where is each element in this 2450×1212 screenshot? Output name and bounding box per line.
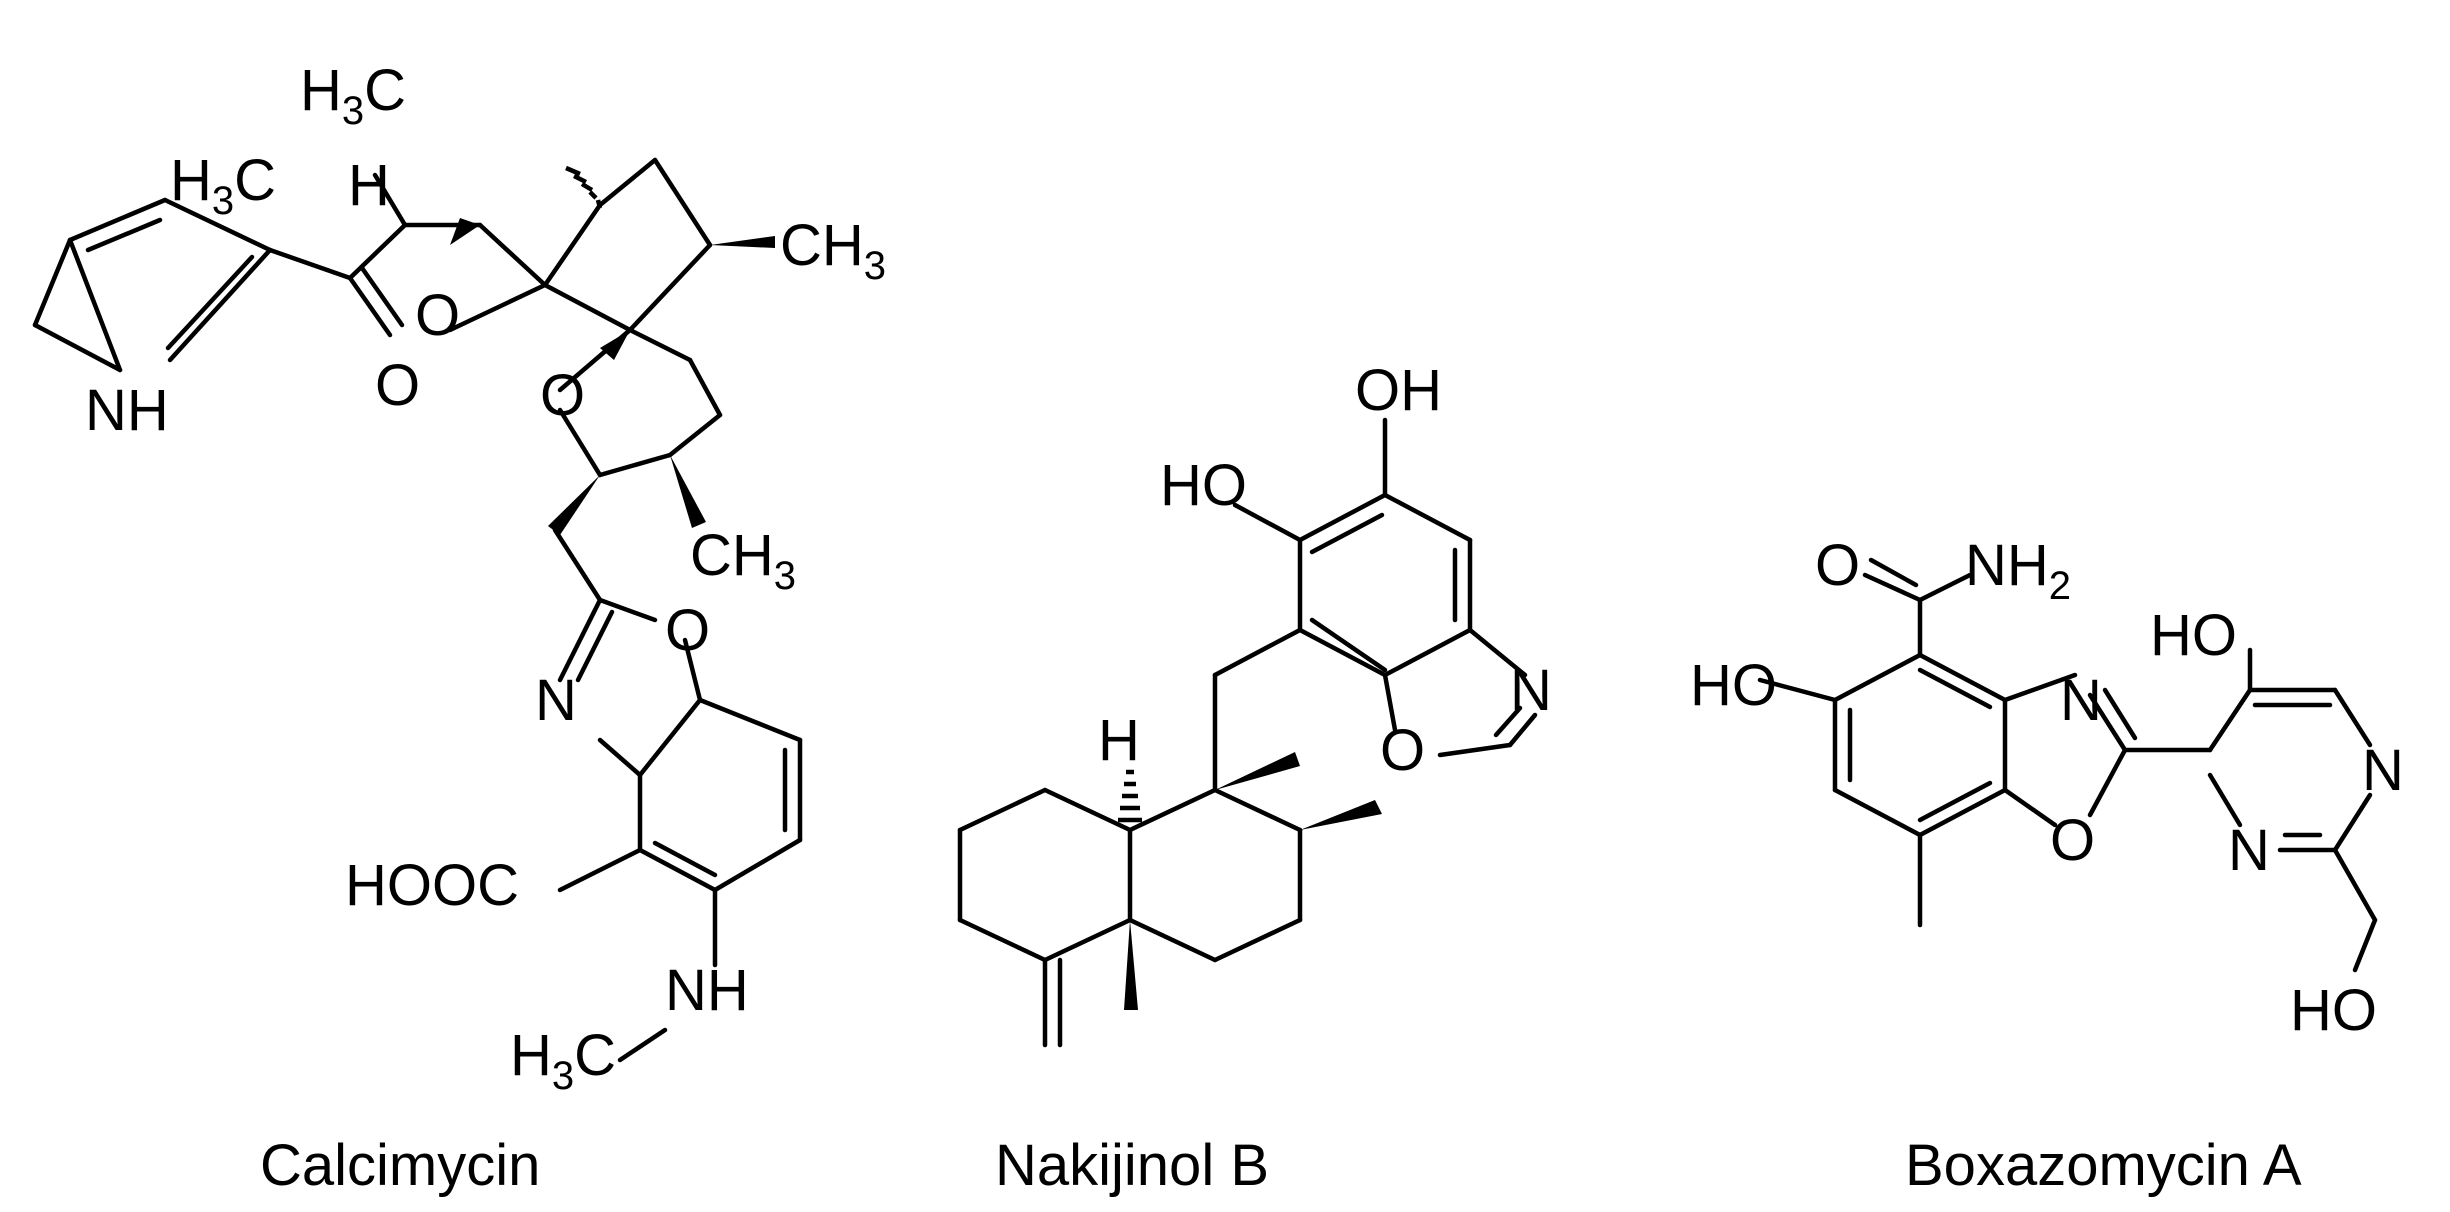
calcimycin-linker	[552, 527, 603, 603]
svg-text:H3C: H3C	[300, 58, 406, 133]
wedge-ch3-lower	[670, 455, 706, 528]
svg-text:CH3: CH3	[690, 523, 796, 598]
wedge-methyl-3	[1124, 920, 1138, 1010]
svg-text:H3C: H3C	[510, 1023, 616, 1098]
boxazomycin-ho-right-label: HO	[2150, 603, 2237, 668]
boxazomycin-ho-left-label: HO	[1690, 653, 1777, 718]
calcimycin-nh-pyrrole-label: NH	[85, 378, 169, 443]
wedge-h	[450, 218, 480, 245]
nakijinol-name: Nakijinol B	[995, 1133, 1269, 1198]
decalin-rings	[957, 627, 1303, 1048]
svg-text:H3C: H3C	[170, 148, 276, 223]
svg-text:NH2: NH2	[1965, 533, 2071, 608]
calcimycin-o-ring1-label: O	[415, 283, 460, 348]
nakijinol-h-label: H	[1098, 708, 1140, 773]
hashed-bond-top-methyl	[565, 165, 603, 209]
calcimycin-o-ring2-label: O	[540, 363, 585, 428]
nakijinol-aromatic	[1232, 417, 1538, 758]
calcimycin-name: Calcimycin	[260, 1133, 540, 1198]
boxazomycin-pyrimidine	[2207, 647, 2378, 973]
calcimycin-n-oxazole-label: N	[535, 668, 577, 733]
nakijinol-ho-label: HO	[1160, 453, 1247, 518]
calcimycin-hooc-label: HOOC	[345, 853, 519, 918]
boxazomycin-o-oxazole-label: O	[2050, 808, 2095, 873]
boxazomycin-n-pyr-bottom-label: N	[2228, 818, 2270, 883]
boxazomycin-n-pyr-top-label: N	[2362, 738, 2404, 803]
calcimycin-sidechain	[267, 172, 483, 338]
calcimycin-h3c-top-label: H	[300, 58, 342, 123]
calcimycin-benzoxazole	[557, 597, 803, 1063]
wedge-methyl-1	[1215, 752, 1300, 790]
wedge-ch3-upper	[710, 236, 775, 248]
boxazomycin-benzene	[1757, 557, 2213, 928]
nakijinol-o-label: O	[1380, 718, 1425, 783]
calcimycin-h-label: H	[348, 153, 390, 218]
calcimycin-nh-amine-label: NH	[665, 958, 749, 1023]
nakijinol-structure: OH HO N O H Nakijinol B	[957, 358, 1552, 1198]
boxazomycin-structure: O NH2 HO HO N O N N HO Boxazomycin A	[1690, 533, 2404, 1198]
calcimycin-o-ketone-label: O	[375, 353, 420, 418]
boxazomycin-name: Boxazomycin A	[1905, 1133, 2302, 1198]
boxazomycin-o-amide-label: O	[1815, 533, 1860, 598]
calcimycin-o-oxazole-label: O	[665, 598, 710, 663]
boxazomycin-n-oxazole-label: N	[2060, 668, 2102, 733]
boxazomycin-ho-bottom-label: HO	[2290, 978, 2377, 1043]
upper-pyran-ring	[447, 157, 713, 333]
wedge-methyl-2	[1300, 800, 1382, 830]
svg-text:CH3: CH3	[780, 213, 886, 288]
wedge-ch2	[548, 475, 600, 535]
pyrrole-ring	[32, 197, 273, 373]
nakijinol-n-label: N	[1510, 658, 1552, 723]
hashed-bond-h	[1118, 769, 1142, 823]
calcimycin-h3c-left-label: H	[170, 148, 212, 213]
wedge-spiro	[600, 330, 630, 360]
calcimycin-structure: H3C H3C H CH3 O O NH O CH3 O N HOOC NH H…	[32, 58, 886, 1198]
nakijinol-oh-label: OH	[1355, 358, 1442, 423]
